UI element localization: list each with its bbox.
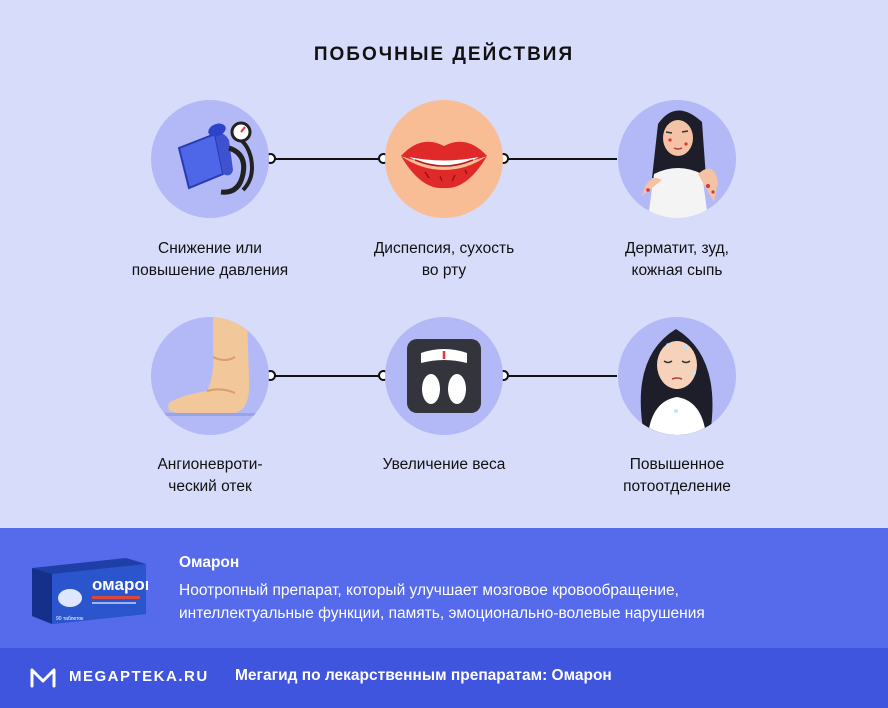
side-effect-label: Увеличение веса [382, 456, 506, 473]
megapteka-logo-icon [30, 668, 56, 688]
side-effect-label: Ангионевроти- ческий отек [157, 456, 263, 495]
connector-line [504, 375, 617, 377]
drug-description: Ноотропный препарат, который улучшает мо… [179, 582, 705, 622]
page-title: ПОБОЧНЫЕ ДЕЙСТВИЯ [313, 44, 575, 65]
logo-text[interactable]: MEGAPTEKA.RU [69, 668, 209, 685]
dry-lips-icon [385, 100, 503, 218]
connector-line [504, 158, 617, 160]
drug-name: Омарон [179, 554, 240, 571]
drug-box-count: 90 таблеток [56, 616, 84, 622]
footer-caption: Мегагид по лекарственным препаратам: Ома… [235, 667, 612, 684]
connector-line [271, 158, 384, 160]
blood-pressure-monitor-icon [151, 100, 269, 218]
drug-box-brand: омарон [92, 575, 148, 594]
scale-icon [385, 317, 503, 435]
side-effect-label: Снижение или повышение давления [131, 240, 289, 279]
drug-box-image: омарон 90 таблеток [30, 554, 155, 626]
sweating-woman-icon [618, 317, 736, 435]
side-effect-label: Повышенное потоотделение [623, 456, 731, 495]
side-effect-label: Дерматит, зуд, кожная сыпь [625, 240, 729, 279]
drug-info-band: омарон 90 таблеток Омарон Ноотропный пре… [0, 528, 888, 648]
connector-line [271, 375, 384, 377]
skin-rash-woman-icon [618, 100, 736, 218]
footer-band: MEGAPTEKA.RU Мегагид по лекарственным пр… [0, 648, 888, 708]
swollen-foot-icon [151, 317, 269, 435]
side-effect-label: Диспепсия, сухость во рту [373, 240, 515, 279]
